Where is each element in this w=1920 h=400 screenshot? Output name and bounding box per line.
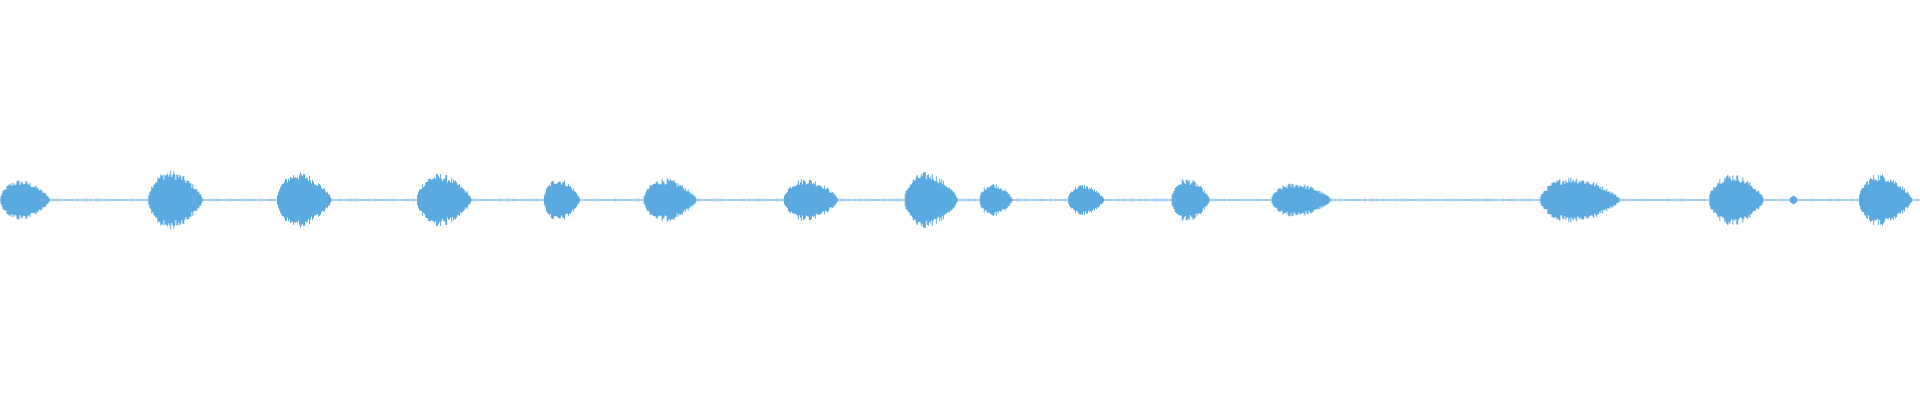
waveform-segment <box>0 180 51 220</box>
waveform-segment-path <box>277 172 332 228</box>
waveform-segment <box>904 172 958 228</box>
waveform-segment <box>1789 195 1798 205</box>
waveform-segment <box>1271 183 1332 217</box>
waveform-segment-path <box>643 178 697 222</box>
waveform-segment <box>417 173 473 227</box>
waveform-segment-path <box>1540 177 1621 223</box>
waveform-segment-path <box>1271 183 1332 217</box>
waveform-segment-path <box>543 180 580 220</box>
waveform-segment-path <box>1171 179 1210 221</box>
waveform-segment-path <box>0 180 51 220</box>
waveform-segment <box>783 179 839 221</box>
waveform-segment-path <box>417 173 473 227</box>
waveform-segment <box>1068 185 1104 215</box>
waveform-segment-path <box>783 179 839 221</box>
waveform-segment <box>979 183 1013 217</box>
waveform-segment <box>643 178 697 222</box>
waveform-segment-path <box>1068 185 1104 215</box>
waveform-segment-path <box>979 183 1013 217</box>
waveform-segment <box>277 172 332 228</box>
waveform-segment-path <box>148 170 204 230</box>
waveform-segment <box>148 170 204 230</box>
waveform-segments <box>0 170 1918 230</box>
waveform-segment-path <box>1789 195 1798 205</box>
waveform-segment-path <box>1859 174 1913 226</box>
waveform-segment-path <box>904 172 958 228</box>
waveform-segment <box>1859 174 1913 226</box>
waveform-segment <box>1171 179 1210 221</box>
waveform-segment <box>543 180 580 220</box>
waveform-segment <box>1540 177 1621 223</box>
